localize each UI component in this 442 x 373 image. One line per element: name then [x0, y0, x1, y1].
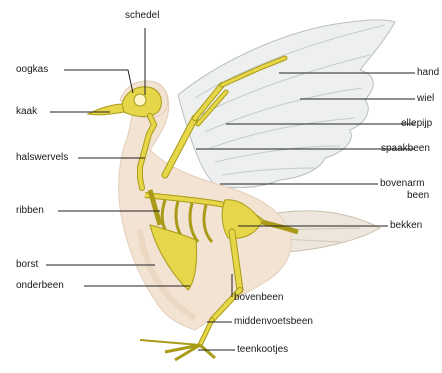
label-bovenarm-line2: been [407, 190, 429, 201]
label-hand: hand [417, 67, 439, 78]
label-ribben: ribben [16, 205, 44, 216]
label-onderbeen: onderbeen [16, 280, 64, 291]
label-borst: borst [16, 259, 38, 270]
label-middenvoetsbeen: middenvoetsbeen [234, 316, 313, 327]
label-spaakbeen: spaakbeen [381, 143, 430, 154]
label-halswervels: halswervels [16, 152, 68, 163]
label-teenkootjes: teenkootjes [237, 344, 288, 355]
label-bovenarm: bovenarm [380, 178, 424, 189]
label-kaak: kaak [16, 106, 37, 117]
wing [178, 20, 395, 188]
label-oogkas: oogkas [16, 64, 48, 75]
label-bovenbeen: bovenbeen [234, 292, 284, 303]
label-schedel: schedel [125, 10, 159, 21]
label-ellepijp: ellepijp [401, 118, 432, 129]
label-wiel: wiel [417, 93, 434, 104]
label-bekken: bekken [390, 220, 422, 231]
